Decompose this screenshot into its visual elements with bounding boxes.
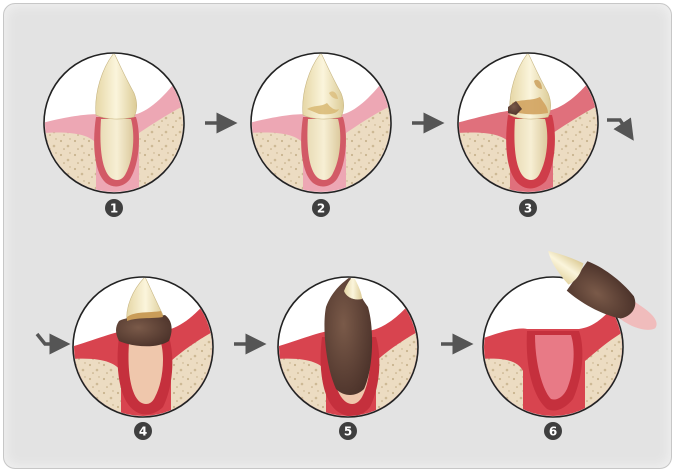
step-number-5: 5 bbox=[344, 425, 352, 439]
step-3-illustration bbox=[456, 53, 603, 203]
step-badge-6: 6 bbox=[544, 422, 562, 440]
step-badge-2: 2 bbox=[312, 199, 330, 217]
step-4-illustration bbox=[71, 277, 218, 427]
arrow-3-to-4-out bbox=[607, 120, 628, 132]
step-badge-3: 3 bbox=[519, 199, 537, 217]
step-number-2: 2 bbox=[317, 202, 325, 216]
step-number-4: 4 bbox=[139, 425, 147, 439]
step-2-illustration bbox=[249, 53, 396, 203]
step-badge-1: 1 bbox=[105, 199, 123, 217]
step-number-3: 3 bbox=[524, 202, 532, 216]
step-badge-4: 4 bbox=[134, 422, 152, 440]
step-number-6: 6 bbox=[549, 425, 557, 439]
step-badge-5: 5 bbox=[339, 422, 357, 440]
step-number-1: 1 bbox=[110, 202, 118, 216]
step-1-illustration bbox=[42, 53, 189, 203]
arrow-3-to-4-in bbox=[37, 334, 60, 344]
step-5-illustration bbox=[276, 277, 423, 427]
